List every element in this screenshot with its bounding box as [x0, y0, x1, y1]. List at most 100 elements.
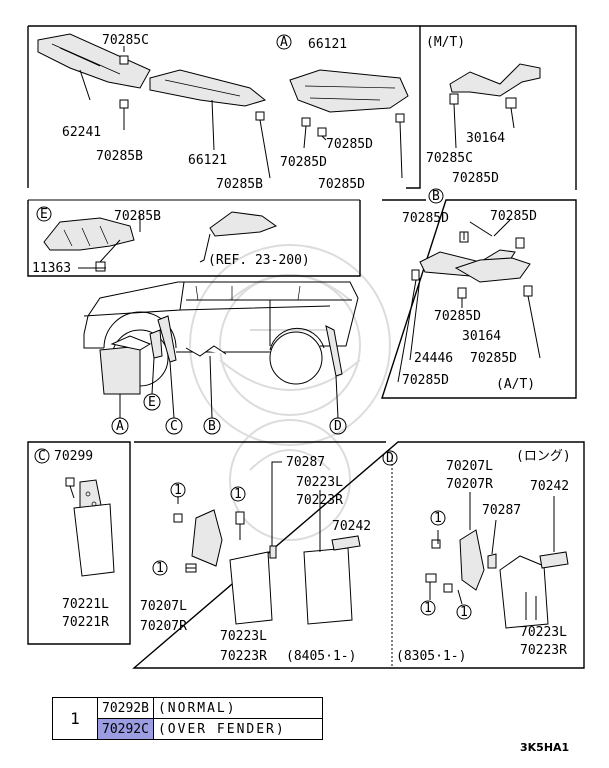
label-70223r-right: 70223R [520, 643, 567, 658]
callout-a-letter: A [116, 419, 124, 434]
label-66121-mid: 66121 [188, 153, 227, 168]
label-70285d-at-tr: 70285D [490, 209, 537, 224]
bolt-m-5[interactable] [425, 573, 437, 583]
mudflap-a[interactable] [99, 345, 141, 395]
part-11363[interactable] [43, 217, 135, 251]
label-70285d-a2: 70285D [280, 155, 327, 170]
skid-a-vehicle[interactable] [110, 335, 152, 351]
label-70242-right: 70242 [530, 479, 569, 494]
fender-c[interactable] [157, 315, 177, 363]
callout-a [111, 417, 129, 435]
part-66121-plate-mid[interactable] [149, 69, 267, 107]
label-70285b-left: 70285B [96, 149, 143, 164]
callout-e-box [36, 206, 52, 222]
bolt-70285c-a[interactable] [119, 55, 129, 65]
legend-part-normal[interactable]: 70292B [97, 697, 154, 719]
label-70285d-at-r: 70285D [470, 351, 517, 366]
label-70223l-right: 70223L [520, 625, 567, 640]
part-70287-left[interactable] [269, 545, 277, 559]
watermark-emblem [189, 244, 391, 541]
label-70285b-mid: 70285B [216, 177, 263, 192]
label-long: (ロング) [516, 449, 571, 464]
callout-e-box-letter: E [40, 207, 48, 222]
callout-e-letter: E [148, 395, 156, 410]
callout-one-6: 1 [460, 605, 468, 620]
label-70285d-at-mid: 70285D [434, 309, 481, 324]
callout-e [143, 393, 161, 411]
label-70207l-right: 70207L [446, 459, 493, 474]
label-70223l-bot: 70223L [220, 629, 267, 644]
legend-part-over-fender[interactable]: 70292C [97, 718, 154, 740]
part-30164-mt[interactable] [449, 63, 541, 97]
label-70221l: 70221L [62, 597, 109, 612]
mudflap-70223-left[interactable] [229, 551, 273, 625]
legend-desc-normal: (NORMAL) [152, 697, 323, 719]
part-62241-plate[interactable] [37, 33, 151, 89]
part-70242-center[interactable] [331, 535, 361, 551]
label-70285d-at-tl: 70285D [402, 211, 449, 226]
bracket-70207-left[interactable] [191, 509, 223, 567]
bolt-70285c-mt[interactable] [449, 93, 459, 105]
label-date-8305: (8305·1-) [396, 649, 466, 664]
bolt-70285d-a2[interactable] [317, 127, 327, 137]
label-66121-top: 66121 [308, 37, 347, 52]
part-ref-23-200[interactable] [209, 211, 278, 237]
group-e [27, 199, 361, 277]
mudflap-70221[interactable] [73, 503, 115, 577]
bolt-70285b-a[interactable] [119, 99, 129, 109]
label-70287-mid: 70287 [286, 455, 325, 470]
callout-a-box-letter: A [280, 35, 288, 50]
bolt-m-2[interactable] [235, 511, 245, 525]
label-70223l-top: 70223L [296, 475, 343, 490]
callout-one-5: 1 [424, 601, 432, 616]
bolt-m-4[interactable] [431, 539, 441, 549]
callout-d-letter: D [334, 419, 342, 434]
bolt-70285b-a2[interactable] [255, 111, 265, 121]
label-70285c-mt: 70285C [426, 151, 473, 166]
callout-c [165, 417, 183, 435]
label-30164-mt: 30164 [466, 131, 505, 146]
bolt-at-5[interactable] [523, 285, 533, 297]
bolt-at-2[interactable] [515, 237, 525, 249]
callout-a-box [276, 34, 292, 50]
callout-one-2: 1 [234, 487, 242, 502]
label-70287-right: 70287 [482, 503, 521, 518]
bolt-70285d-mt[interactable] [505, 97, 517, 109]
bolt-70285d-a3[interactable] [395, 113, 405, 123]
callout-one-3: 1 [156, 561, 164, 576]
bolt-70299[interactable] [65, 477, 75, 487]
part-30164-at-b[interactable] [454, 257, 531, 283]
mudflap-70223-right[interactable] [499, 555, 549, 629]
part-70287-right[interactable] [487, 553, 497, 569]
bracket-70207-right[interactable] [459, 529, 485, 591]
bolt-m-1[interactable] [173, 513, 183, 523]
label-70285d-a3: 70285D [318, 177, 365, 192]
mudflap-70223-center[interactable] [303, 547, 353, 625]
bolt-70285d-a1[interactable] [301, 117, 311, 127]
label-70207r-right: 70207R [446, 477, 493, 492]
bolt-at-3[interactable] [411, 269, 420, 281]
bolt-70285b-e[interactable] [95, 261, 106, 272]
label-70221r: 70221R [62, 615, 109, 630]
bolt-m-6[interactable] [443, 583, 453, 593]
part-70242-right[interactable] [539, 551, 569, 569]
callout-b-letter: B [208, 419, 216, 434]
legend-symbol: 1 [52, 697, 98, 740]
group-mudguards [132, 441, 585, 669]
fender-e[interactable] [149, 329, 163, 359]
label-ref-23-200: (REF. 23-200) [208, 253, 310, 268]
label-70299: 70299 [54, 449, 93, 464]
callout-b-box [428, 188, 444, 204]
diagram-code: 3K5HA1 [520, 741, 570, 754]
skid-b[interactable] [185, 345, 227, 357]
label-70242-mid: 70242 [332, 519, 371, 534]
legend-desc-over-fender: (OVER FENDER) [152, 718, 323, 740]
label-date-8405: (8405·1-) [286, 649, 356, 664]
bolt-at-4[interactable] [457, 287, 467, 299]
callout-c-letter: C [170, 419, 178, 434]
callout-one-4: 1 [434, 511, 442, 526]
part-66121-plate-top[interactable] [289, 69, 409, 113]
fender-d[interactable] [325, 325, 343, 377]
label-70223r-bot: 70223R [220, 649, 267, 664]
callouts-one [152, 482, 472, 620]
